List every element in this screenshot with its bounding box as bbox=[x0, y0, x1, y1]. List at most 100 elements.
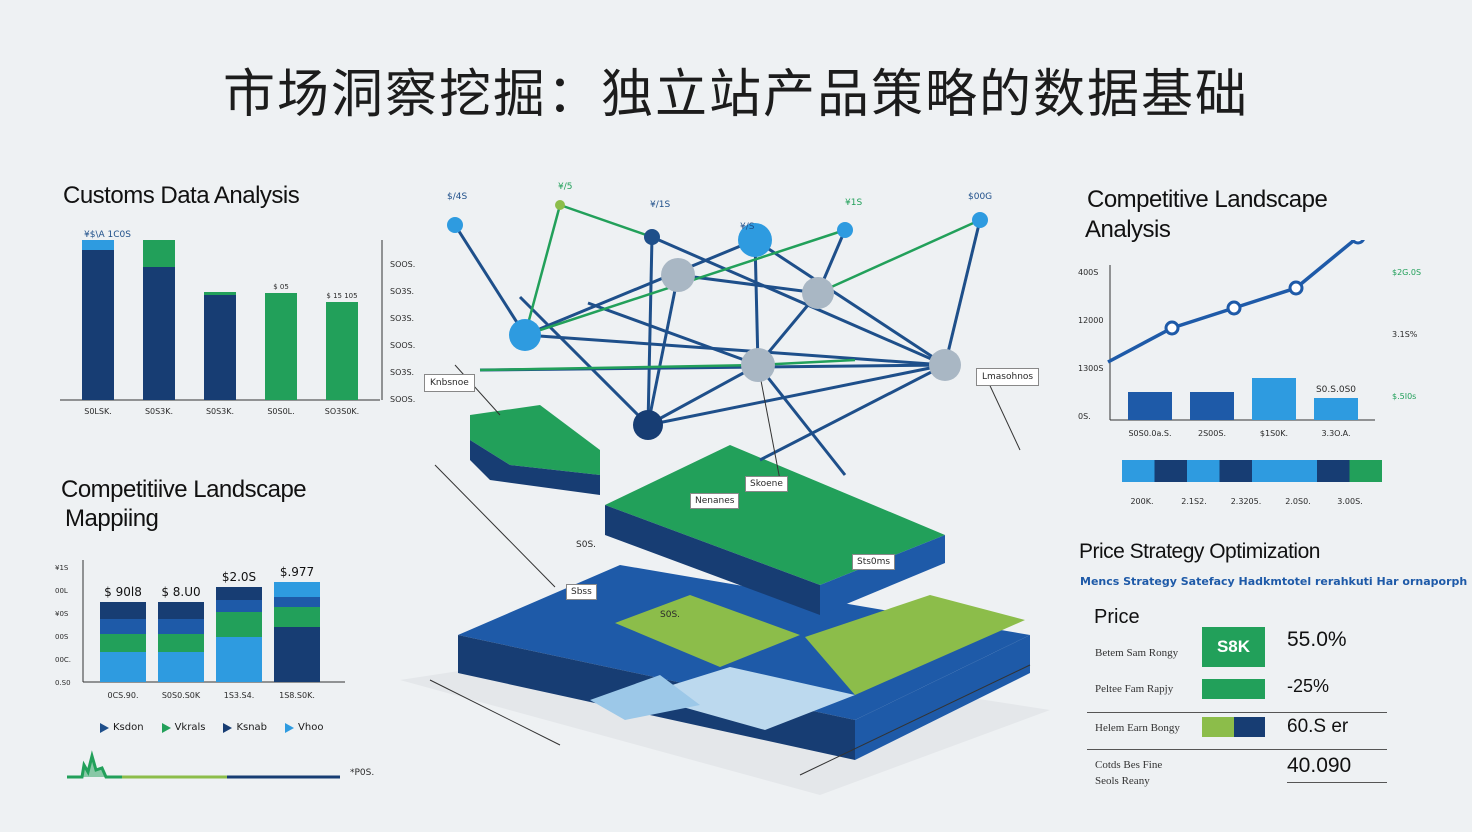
network-label: S0S. bbox=[576, 540, 597, 550]
competitive-chart: S0S0.0a.S.2S00S.$1S0K.3.3O.A.S0.S.0S0400… bbox=[1078, 240, 1421, 506]
tick-label: 1S3.S4. bbox=[224, 691, 255, 700]
tick-label: 00C. bbox=[55, 656, 71, 664]
callout-box: Nenanes bbox=[690, 493, 740, 509]
tick-label: ¥1S bbox=[55, 564, 69, 572]
legend-item: Ksnab bbox=[236, 722, 268, 733]
bar bbox=[100, 619, 146, 634]
bar bbox=[82, 240, 114, 250]
bar bbox=[100, 652, 146, 682]
mapping-heading-1: Competitiive Landscape bbox=[61, 476, 307, 503]
tick-label: SO3S. bbox=[390, 314, 414, 323]
bar bbox=[326, 302, 358, 400]
price-row-value: 60.S er bbox=[1287, 716, 1349, 737]
data-label: S0.S.0S0 bbox=[1316, 385, 1356, 395]
mapping-heading-2: Mappiing bbox=[65, 505, 159, 532]
legend-triangle-icon bbox=[100, 722, 109, 733]
bar bbox=[158, 652, 204, 682]
divider bbox=[1287, 782, 1387, 783]
price-row-label: Cotds Bes Fine bbox=[1095, 759, 1163, 771]
tick-label: $1S0K. bbox=[1260, 429, 1288, 438]
tick-label: 2S00S. bbox=[1198, 429, 1226, 438]
tick-label: S0S0.0a.S. bbox=[1128, 429, 1171, 438]
callout-box: Knbsnoe bbox=[424, 374, 475, 392]
trend-point bbox=[1164, 320, 1180, 336]
callout-box: Sts0ms bbox=[852, 554, 896, 570]
segment-bar bbox=[1187, 460, 1220, 482]
tick-label: 2.3205. bbox=[1231, 497, 1262, 506]
bar bbox=[1128, 392, 1172, 420]
bar bbox=[100, 634, 146, 652]
bar bbox=[1314, 398, 1358, 420]
network-label: S0S. bbox=[660, 610, 681, 620]
tick-label: 0CS.90. bbox=[107, 691, 138, 700]
segment-bar bbox=[1284, 460, 1317, 482]
bar bbox=[204, 295, 236, 400]
legend-item: Vhoo bbox=[298, 722, 324, 733]
price-badge: S8K bbox=[1202, 627, 1265, 667]
network-diagram bbox=[400, 200, 1050, 795]
tick-label: 0.S0 bbox=[55, 679, 71, 687]
tick-label: 3.1S% bbox=[1392, 330, 1418, 339]
bar bbox=[158, 634, 204, 652]
tick-label: SOOS. bbox=[390, 395, 415, 404]
bar bbox=[158, 602, 204, 619]
trend-point bbox=[1226, 300, 1242, 316]
segment-bar bbox=[1219, 460, 1252, 482]
tick-label: SO3S. bbox=[390, 368, 414, 377]
bar bbox=[1190, 392, 1234, 420]
tick-label: S0S3K. bbox=[206, 407, 234, 416]
tick-label: 400S bbox=[1078, 268, 1098, 277]
price-row-bar bbox=[1202, 717, 1234, 737]
mapping-sparkline bbox=[67, 750, 340, 779]
trend-point bbox=[1351, 240, 1365, 245]
bar bbox=[274, 597, 320, 607]
tick-label: 3.00S. bbox=[1337, 497, 1362, 506]
node-label: ¥/5 bbox=[558, 182, 573, 192]
bar bbox=[1252, 378, 1296, 420]
bar bbox=[265, 293, 297, 400]
bar bbox=[216, 612, 262, 637]
bar bbox=[158, 619, 204, 634]
tick-label: SO3S0K. bbox=[325, 407, 359, 416]
bar bbox=[143, 267, 175, 400]
price-label: Price bbox=[1094, 606, 1140, 628]
node-label: $/4S bbox=[447, 192, 468, 202]
segment-bar bbox=[1154, 460, 1187, 482]
bar bbox=[216, 600, 262, 612]
tick-label: 2.0S0. bbox=[1285, 497, 1310, 506]
price-heading: Price Strategy Optimization bbox=[1079, 540, 1320, 563]
trend-point bbox=[1288, 280, 1304, 296]
tick-label: 00S bbox=[55, 633, 69, 641]
bar bbox=[216, 637, 262, 682]
data-label: $2.0S bbox=[222, 570, 256, 584]
price-row-label: Seols Reany bbox=[1095, 775, 1150, 787]
bar bbox=[274, 627, 320, 682]
tick-label: S0S3K. bbox=[145, 407, 173, 416]
bar bbox=[143, 240, 175, 267]
tick-label: 2.1S2. bbox=[1181, 497, 1206, 506]
tick-label: 200K. bbox=[1130, 497, 1153, 506]
competitive-heading-1: Competitive Landscape bbox=[1087, 186, 1328, 213]
tick-label: $.5I0s bbox=[1392, 392, 1416, 401]
divider bbox=[1087, 712, 1387, 713]
tick-label: 0S. bbox=[1078, 412, 1091, 421]
tick-label: 12000 bbox=[1078, 316, 1103, 325]
price-row-value: -25% bbox=[1287, 676, 1330, 696]
callout-box: Lmasohnos bbox=[976, 368, 1040, 386]
tick-label: SO3S. bbox=[390, 240, 414, 242]
price-row-bar bbox=[1234, 717, 1265, 737]
price-subtitle: Mencs Strategy Satefacy Hadkmtotel rerah… bbox=[1080, 575, 1468, 588]
tick-label: S0S0L. bbox=[267, 407, 294, 416]
bar bbox=[274, 582, 320, 597]
tick-label: $2G.0S bbox=[1392, 268, 1421, 277]
bar bbox=[274, 607, 320, 627]
page-title: 市场洞察挖掘：独立站产品策略的数据基础 bbox=[222, 65, 1249, 125]
data-label: $ 8.U0 bbox=[161, 585, 200, 599]
data-label: $ 15 105 bbox=[326, 292, 357, 300]
segment-bar bbox=[1252, 460, 1285, 482]
data-label: $ 90l8 bbox=[104, 585, 142, 599]
price-row-label: Peltee Fam Rapjy bbox=[1095, 683, 1174, 695]
node-label: $00G bbox=[968, 192, 993, 202]
